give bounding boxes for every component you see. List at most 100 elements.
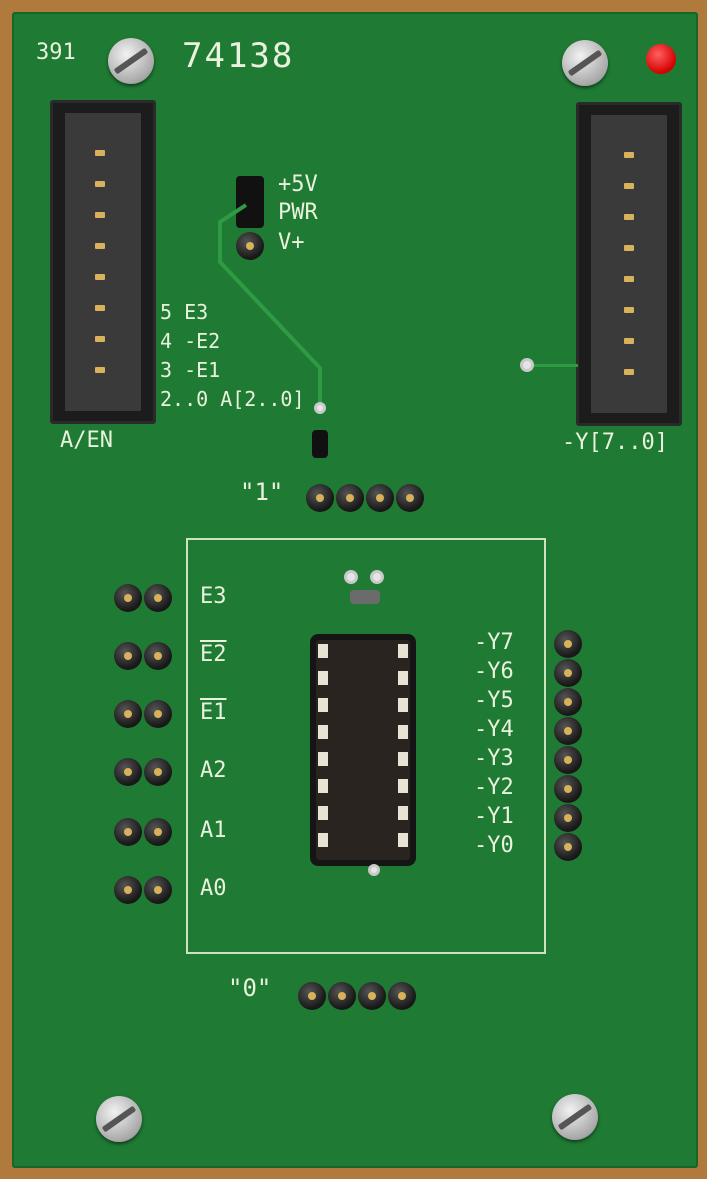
logic-zero-pin[interactable] [388, 982, 416, 1010]
input-label-a1: A1 [200, 818, 227, 843]
via [370, 570, 384, 584]
left-pin-label-2-0: 2..0 A[2..0] [160, 387, 305, 411]
header-pin [624, 276, 634, 282]
output-pin[interactable] [554, 775, 582, 803]
chip-pin [318, 806, 328, 820]
logic-zero-label: "0" [228, 974, 272, 1002]
chip-pin [398, 725, 408, 739]
header-socket [591, 115, 667, 413]
input-pin[interactable] [144, 642, 172, 670]
left-pin-label-4: 4 -E2 [160, 329, 221, 353]
chip-pin [398, 644, 408, 658]
header-pin [95, 243, 105, 249]
input-pin[interactable] [144, 758, 172, 786]
output-label-y5: -Y5 [474, 688, 514, 713]
logic-zero-pin[interactable] [358, 982, 386, 1010]
output-label-y1: -Y1 [474, 804, 514, 829]
header-pin [624, 307, 634, 313]
logic-one-pin[interactable] [336, 484, 364, 512]
header-pin [95, 336, 105, 342]
power-led [646, 44, 676, 74]
header-pin [624, 338, 634, 344]
input-pin[interactable] [144, 818, 172, 846]
output-pin[interactable] [554, 688, 582, 716]
input-pin[interactable] [144, 584, 172, 612]
output-label-y4: -Y4 [474, 717, 514, 742]
chip-pin [318, 779, 328, 793]
input-label-a2: A2 [200, 758, 227, 783]
capacitor [350, 590, 380, 604]
input-pin[interactable] [114, 818, 142, 846]
header-pin [624, 152, 634, 158]
logic-one-label: "1" [240, 478, 284, 506]
output-pin[interactable] [554, 804, 582, 832]
screw-top-right [562, 40, 608, 86]
header-pin [624, 214, 634, 220]
chip-pin [398, 779, 408, 793]
output-pin[interactable] [554, 717, 582, 745]
input-pin[interactable] [144, 700, 172, 728]
left-pin-label-5: 5 E3 [160, 300, 209, 324]
header-pin [95, 305, 105, 311]
output-label-y7: -Y7 [474, 630, 514, 655]
header-pin [95, 181, 105, 187]
trace [528, 364, 578, 367]
right-header-connector[interactable] [576, 102, 682, 426]
output-pin[interactable] [554, 833, 582, 861]
header-pin [95, 150, 105, 156]
output-pin[interactable] [554, 630, 582, 658]
chip-pin [398, 698, 408, 712]
power-label-5v: +5V [278, 172, 318, 197]
input-label-a0: A0 [200, 876, 227, 901]
header-pin [95, 367, 105, 373]
header-pin [624, 369, 634, 375]
power-label-vplus: V+ [278, 230, 305, 255]
input-pin[interactable] [114, 584, 142, 612]
header-socket [65, 113, 141, 411]
chip-pin [318, 725, 328, 739]
screw-top-left [108, 38, 154, 84]
logic-zero-pin[interactable] [298, 982, 326, 1010]
logic-one-pin[interactable] [306, 484, 334, 512]
header-pin [624, 183, 634, 189]
input-pin[interactable] [114, 700, 142, 728]
via [344, 570, 358, 584]
power-jumper[interactable] [236, 176, 264, 228]
header-pin [624, 245, 634, 251]
chip-area-outline [186, 538, 546, 954]
via [368, 864, 380, 876]
screw-bottom-right [552, 1094, 598, 1140]
input-pin[interactable] [114, 642, 142, 670]
output-pin[interactable] [554, 746, 582, 774]
left-header-connector[interactable] [50, 100, 156, 424]
input-label-e2: E2 [200, 642, 227, 667]
board-number: 391 [36, 40, 76, 65]
chip-pin [318, 833, 328, 847]
output-label-y2: -Y2 [474, 775, 514, 800]
chip-pin [318, 671, 328, 685]
left-connector-label: A/EN [60, 428, 113, 453]
input-label-e3: E3 [200, 584, 227, 609]
header-pin [95, 212, 105, 218]
power-label-pwr: PWR [278, 200, 318, 225]
chip-pin [398, 671, 408, 685]
input-pin[interactable] [114, 758, 142, 786]
header-pin [95, 274, 105, 280]
screw-bottom-left [96, 1096, 142, 1142]
chip-pin [398, 833, 408, 847]
part-number: 74138 [182, 36, 295, 76]
output-label-y6: -Y6 [474, 659, 514, 684]
output-pin[interactable] [554, 659, 582, 687]
chip-pin [318, 698, 328, 712]
chip-pin [318, 752, 328, 766]
input-pin[interactable] [144, 876, 172, 904]
resistor [312, 430, 328, 458]
output-label-y3: -Y3 [474, 746, 514, 771]
via [314, 402, 326, 414]
ic-74138-chip [316, 640, 410, 860]
input-pin[interactable] [114, 876, 142, 904]
logic-one-pin[interactable] [396, 484, 424, 512]
logic-one-pin[interactable] [366, 484, 394, 512]
logic-zero-pin[interactable] [328, 982, 356, 1010]
left-pin-label-3: 3 -E1 [160, 358, 221, 382]
